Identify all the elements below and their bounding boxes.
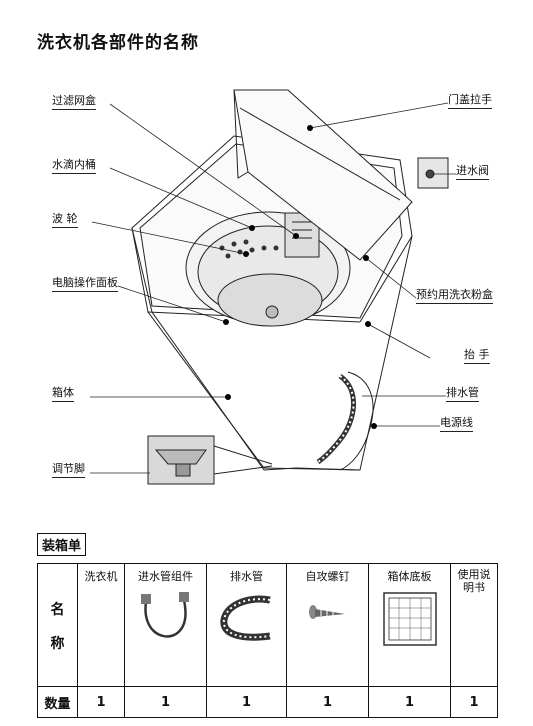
item-drain-hose: 排水管 xyxy=(206,563,287,687)
row-header-name: 名 称 xyxy=(37,563,78,687)
item-manual: 使用说 明书 xyxy=(450,563,498,687)
item-base-plate: 箱体底板 xyxy=(368,563,451,687)
label-control-panel: 电脑操作面板 xyxy=(52,274,118,292)
label-lid-handle: 门盖拉手 xyxy=(448,91,492,109)
washing-machine-diagram xyxy=(90,89,456,485)
label-inlet-valve: 进水阀 xyxy=(456,162,489,180)
inlet-hose-icon xyxy=(140,592,189,638)
qty-manual: 1 xyxy=(450,686,498,718)
qty-screw: 1 xyxy=(286,686,369,718)
packing-list-title: 装箱单 xyxy=(37,533,87,556)
item-screw: 自攻螺钉 xyxy=(286,563,369,687)
item-inlet-hose: 进水管组件 xyxy=(124,563,207,687)
label-filter-box: 过滤网盒 xyxy=(52,92,96,110)
base-plate-icon xyxy=(382,592,437,646)
row-header-name-line1: 名 xyxy=(50,602,65,618)
screw-icon xyxy=(308,605,345,619)
label-cabinet: 箱体 xyxy=(52,384,74,402)
label-inner-tub: 水滴内桶 xyxy=(52,156,96,174)
drain-hose-icon xyxy=(219,595,271,641)
label-detergent-box: 预约用洗衣粉盒 xyxy=(416,286,493,304)
label-pulsator: 波 轮 xyxy=(52,210,78,228)
qty-base-plate: 1 xyxy=(368,686,451,718)
label-power-cord: 电源线 xyxy=(440,414,473,432)
item-washing-machine: 洗衣机 xyxy=(77,563,125,687)
qty-drain-hose: 1 xyxy=(206,686,287,718)
label-leveling-foot: 调节脚 xyxy=(52,460,85,478)
packing-list-table: 名 称 洗衣机 进水管组件 排水管 自攻螺钉 xyxy=(37,563,498,718)
qty-washing-machine: 1 xyxy=(77,686,125,718)
label-handle: 抬 手 xyxy=(464,346,490,364)
qty-inlet-hose: 1 xyxy=(124,686,207,718)
row-header-qty: 数量 xyxy=(37,686,78,718)
page-title: 洗衣机各部件的名称 xyxy=(37,33,199,53)
row-header-name-line2: 称 xyxy=(50,636,65,652)
label-drain-hose: 排水管 xyxy=(446,384,479,402)
